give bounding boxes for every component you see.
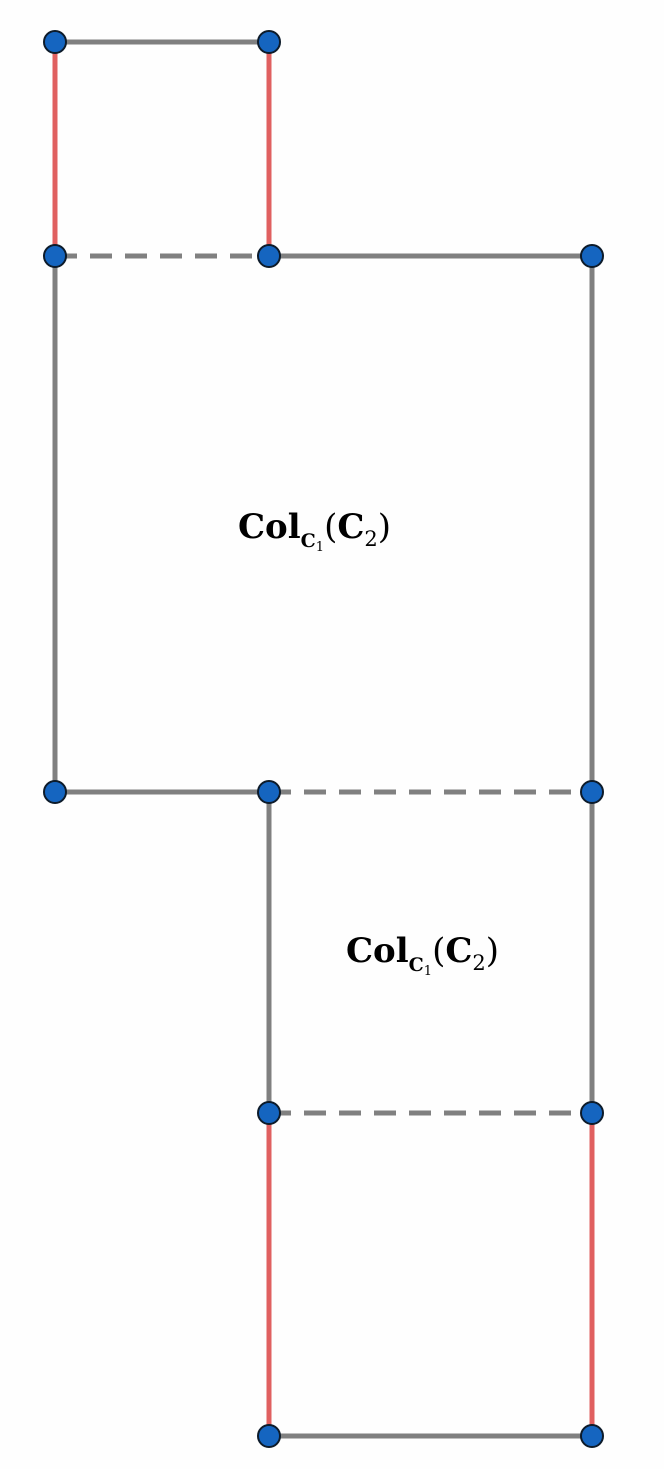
vertex	[257, 1424, 281, 1448]
vertex	[580, 244, 604, 268]
vertex	[43, 780, 67, 804]
vertex	[257, 30, 281, 54]
vertex	[257, 244, 281, 268]
vertex	[43, 30, 67, 54]
vertex	[257, 780, 281, 804]
vertex	[580, 1424, 604, 1448]
upper-region-label: ColC1(C2)	[238, 507, 391, 555]
vertex	[43, 244, 67, 268]
vertex	[580, 780, 604, 804]
vertex	[257, 1101, 281, 1125]
vertex	[580, 1101, 604, 1125]
lower-region-label: ColC1(C2)	[346, 931, 499, 979]
